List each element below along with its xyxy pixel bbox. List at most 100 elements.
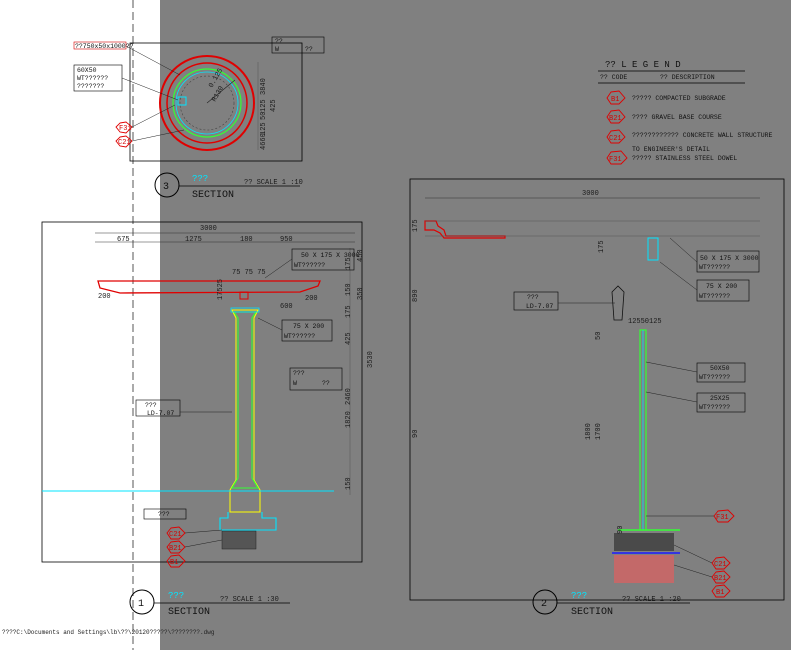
d2-dim-90b: 90 [617,526,625,534]
dowel-square [177,96,187,106]
d1-dim-675: 675 [117,236,130,244]
box-note-1: ?? [275,38,283,45]
legend-tag-c21 [606,129,626,144]
detail-2-section: 3000 175 175 890 12550125 50 1800 1700 9… [409,178,785,618]
detail-1-frame [41,221,363,563]
detail-3-title: SECTION [192,190,234,201]
d1-dim-150b: 150 [345,283,353,296]
detail-1-title-cn: ??? [168,591,184,601]
legend-desc2-c21: TO ENGINEER'S DETAIL [632,146,710,153]
legend-desc-f31: ????? STAINLESS STEEL DOWEL [632,155,737,162]
hatch-ring [179,75,235,131]
d1-note-level: LD-7.07 [147,410,174,417]
inner-ring-green [172,68,242,138]
column-green [231,311,259,489]
d2-note-beam: 50 X 175 X 3000 [700,255,759,262]
d2-dim-3000: 3000 [582,190,599,198]
d2-dim-175a: 175 [412,219,420,232]
d2-dim-890: 890 [412,289,420,302]
d1-note-box3: ?? [322,380,330,387]
d1-dim-175b: 175 [345,305,353,318]
inner-ring-cyan [175,71,239,135]
tag-c21-d1-text: C21 [169,531,182,539]
d2-note-beam-wt: WT?????? [699,264,730,271]
tag-c21-d3 [115,135,133,148]
file-path-status: ????C:\Documents and Settings\lb\??\2012… [2,629,215,636]
d1-note-box2: W [293,380,297,387]
d1-note-footing: ??? [158,511,170,518]
d1-dim-1820: 1820 [345,411,353,428]
d1-note-box1: ??? [293,370,305,377]
detail-1-section: 3000 675 1275 180 950 200 200 75 75 75 1… [41,221,375,618]
detail-2-title: SECTION [571,607,613,618]
d1-note-beam-wt: WT?????? [294,262,325,269]
d2-note-post-wt: WT?????? [699,293,730,300]
d2-gravel-base [614,555,674,583]
tag-c21-d3-text: C21 [118,139,131,147]
lamp-icon [611,285,625,321]
legend-col-code: ?? CODE [600,74,627,81]
dim-4660: 4660 [260,133,268,150]
d1-note-beam: 50 X 175 X 3000 [301,252,360,259]
legend: ?? L E G E N D ?? CODE ?? DESCRIPTION B1… [598,60,773,165]
d1-dim-450: 450 [357,249,365,262]
d1-dim-200b: 200 [305,295,318,303]
legend-title: ?? L E G E N D [605,60,681,70]
detail-2-title-cn: ??? [571,591,587,601]
tag-f31-d2-text: F31 [716,514,729,522]
note-cn: ??????? [77,83,104,90]
detail-3-title-cn: ??? [192,174,208,184]
beam-joint [239,291,249,300]
d2-dim-1700: 1700 [595,423,603,440]
detail-1-number: 1 [138,599,144,610]
d1-dim-17525: 17525 [217,279,225,300]
d1-dim-425: 425 [345,332,353,345]
legend-code-f31: F31 [609,156,622,164]
tag-b21-d1-text: B21 [169,545,182,553]
d1-dim-2460: 2460 [345,388,353,405]
d1-dim-150: 150 [345,477,353,490]
tag-b21-d1 [166,540,186,554]
tag-b1-d1 [166,554,186,568]
d1-dim-3000: 3000 [200,225,217,233]
d2-post-cap [647,237,659,261]
note-750: ??750x50x1000?? [75,43,134,50]
detail-1-title: SECTION [168,607,210,618]
dim-3840: 3840 [260,78,268,95]
d1-note-level-cn: ??? [145,402,157,409]
d2-dim-12550125: 12550125 [628,318,662,326]
d2-dim-175b: 175 [598,240,606,253]
d2-beam-end [424,220,506,239]
d1-dim-950: 950 [280,236,293,244]
d1-dim-200a: 200 [98,293,111,301]
detail-3-plan: 3840 125 50 425 125 4660 R130 0.125 ??75… [73,36,325,201]
detail-2-number: 2 [541,599,547,610]
d1-dim-3530: 3530 [367,351,375,368]
d2-note-50x50-wt: WT?????? [699,374,730,381]
legend-code-b21: B21 [609,115,622,123]
dim-0125: 0.125 [208,67,225,89]
detail-3-bubble [154,172,180,198]
d2-dim-1800: 1800 [585,423,593,440]
d2-note-25x25: 25X25 [710,395,730,402]
column-yellow [229,309,261,513]
d2-dim-50: 50 [595,332,603,340]
legend-desc-c21: ???????????? CONCRETE WALL STRUCTURE [632,132,773,139]
tag-c21-d1 [166,526,186,540]
gravel-base [221,530,257,550]
legend-tag-b21 [606,109,626,124]
d1-dim-600: 600 [280,303,293,311]
tag-b1-d1-text: B1 [170,559,178,567]
tag-c21-d2-text: C21 [714,561,727,569]
d2-note-level: LD-7.07 [526,303,553,310]
outer-ring [159,55,255,151]
detail-3-scale: ?? SCALE 1 :10 [244,179,303,187]
box-note-3: ?? [305,46,313,53]
legend-desc-b1: ????? COMPACTED SUBGRADE [632,95,726,102]
d1-dim-180: 180 [240,236,253,244]
detail-2-bubble [532,589,558,615]
note-60x50: 60X50 [77,67,97,74]
box-note-2: W [275,46,279,53]
d2-dim-90a: 90 [412,430,420,438]
